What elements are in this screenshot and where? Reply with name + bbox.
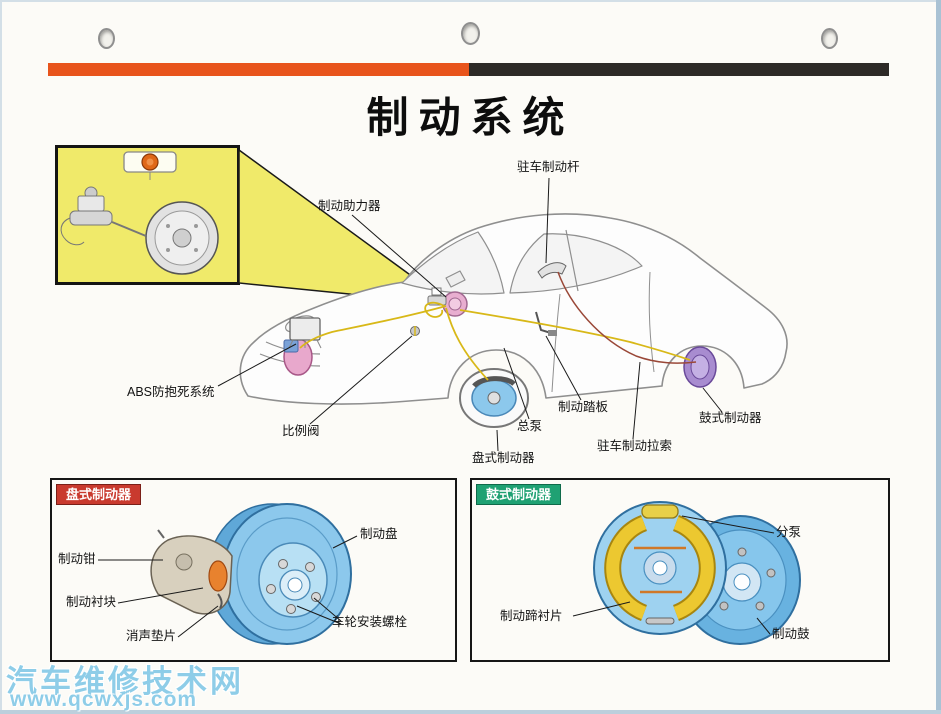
scan-edge-right	[936, 0, 941, 714]
drum-brake-panel	[470, 478, 890, 662]
scan-edge-left	[0, 0, 2, 714]
label-drum-brake: 鼓式制动器	[699, 411, 762, 425]
scan-edge-bottom	[0, 710, 941, 714]
inset-callout-beam	[238, 148, 453, 306]
label-wheel-mounting-bolts: 车轮安装螺栓	[332, 615, 408, 629]
label-brake-drum: 制动鼓	[772, 627, 810, 641]
label-parking-brake-lever: 驻车制动杆	[517, 160, 580, 174]
label-brake-caliper: 制动钳	[58, 552, 96, 566]
car-illustration	[239, 213, 788, 405]
accent-bar-orange	[48, 63, 469, 76]
label-abs-system: ABS防抱死系统	[127, 385, 215, 399]
label-brake-shoe-lining: 制动蹄衬片	[500, 609, 563, 623]
binder-hole	[821, 28, 838, 49]
label-proportioning-valve: 比例阀	[282, 424, 320, 438]
binder-hole	[461, 22, 480, 45]
page-title: 制动系统	[366, 94, 575, 141]
label-brake-booster: 制动助力器	[318, 199, 381, 213]
scan-edge-top	[0, 0, 941, 2]
label-disc-brake: 盘式制动器	[472, 451, 535, 465]
watermark-site-name: 汽车维修技术网	[6, 664, 244, 699]
watermark-site-url: www.qcwxjs.com	[10, 688, 198, 711]
brake-lines	[299, 301, 691, 381]
label-brake-pad: 制动衬块	[66, 595, 117, 609]
binder-hole	[98, 28, 115, 49]
label-master-cylinder: 总泵	[517, 419, 543, 433]
booster-inset-box	[55, 145, 240, 285]
label-anti-squeal-shim: 消声垫片	[126, 629, 177, 643]
label-parking-brake-cable: 驻车制动拉索	[597, 439, 673, 453]
parking-cable	[557, 271, 697, 364]
drum-brake-panel-header: 鼓式制动器	[476, 484, 562, 505]
disc-brake-panel-header: 盘式制动器	[56, 484, 142, 505]
label-brake-pedal: 制动踏板	[558, 400, 609, 414]
accent-bar-dark	[469, 63, 889, 76]
car-brake-components	[283, 262, 717, 428]
disc-brake-panel	[50, 478, 457, 662]
label-brake-disc: 制动盘	[360, 527, 398, 541]
label-wheel-cylinder: 分泵	[776, 525, 802, 539]
